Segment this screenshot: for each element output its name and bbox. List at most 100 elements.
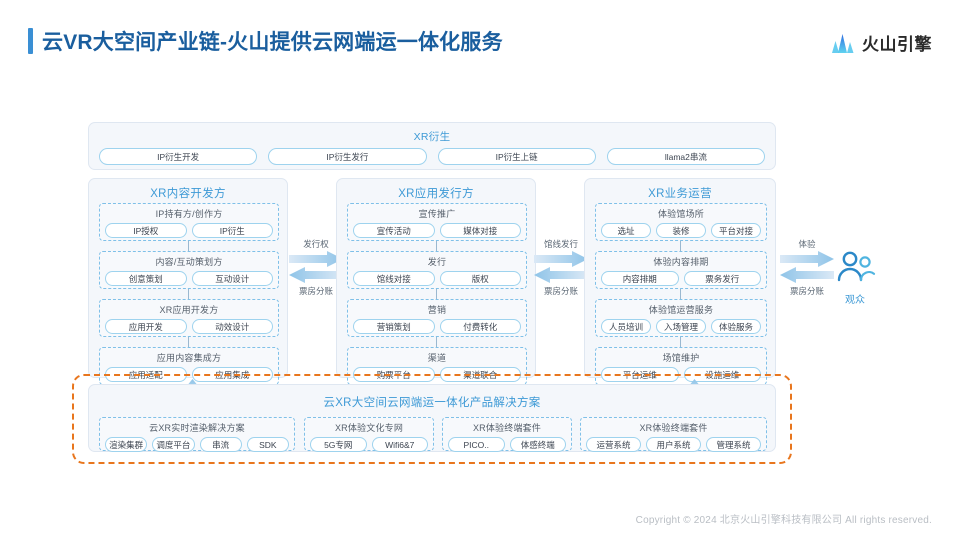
chip-row-marketing: 营销策划 付费转化: [348, 319, 526, 338]
chip-content-scheduling[interactable]: 内容排期: [601, 271, 679, 286]
chip-row-content-planner: 创意策划 互动设计: [100, 271, 278, 290]
chip-media-connection[interactable]: 媒体对接: [439, 223, 521, 238]
panel-title-content-developer: XR内容开发方: [150, 188, 226, 200]
connector-line-6: [436, 337, 437, 347]
chip-decoration[interactable]: 装修: [656, 223, 706, 238]
chip-row-culture-network: 5G专网 Wifi6&7: [305, 437, 433, 456]
chip-render-cluster[interactable]: 渲染集群: [105, 437, 148, 452]
chip-streaming[interactable]: 串流: [199, 437, 242, 452]
chip-platform-connection[interactable]: 平台对接: [711, 223, 761, 238]
chip-motion-design[interactable]: 动效设计: [191, 319, 273, 334]
chip-ip-derivative[interactable]: IP衍生: [191, 223, 273, 238]
arrow-right-icon-2: [534, 251, 588, 267]
chip-row-system-kit: 运营系统 用户系统 管理系统: [581, 437, 766, 456]
chip-management-system[interactable]: 管理系统: [706, 437, 761, 452]
connector-label-backward-2: 票房分账: [543, 286, 578, 296]
audience-block: 观众: [826, 250, 884, 306]
brand-logo: 火山引擎: [831, 30, 932, 55]
chip-staff-training[interactable]: 人员培训: [601, 319, 651, 334]
chip-site-selection[interactable]: 选址: [601, 223, 651, 238]
chip-creative-planning[interactable]: 创意策划: [105, 271, 187, 286]
chip-experience-service[interactable]: 体验服务: [711, 319, 761, 334]
group-promotion: 宣传推广 宣传活动 媒体对接: [347, 203, 527, 241]
arrow-right-icon-1: [289, 251, 343, 267]
group-venue-operation-service: 体验馆运营服务 人员培训 入场管理 体验服务: [595, 299, 767, 337]
chip-row-distribution: 馆线对接 版权: [348, 271, 526, 290]
group-label-promotion: 宣传推广: [418, 209, 456, 219]
group-label-system-kit: XR体验终端套件: [639, 423, 708, 433]
group-label-distribution: 发行: [427, 257, 447, 267]
chip-ip-derivative-dev[interactable]: IP衍生开发: [99, 148, 258, 165]
chip-interaction-design[interactable]: 互动设计: [191, 271, 273, 286]
group-distribution: 发行 馆线对接 版权: [347, 251, 527, 289]
group-content-planner: 内容/互动策划方 创意策划 互动设计: [99, 251, 279, 289]
chip-ip-derivative-publish[interactable]: IP衍生发行: [268, 148, 427, 165]
slide-header: 云VR大空间产业链-火山提供云网端运一体化服务 火山引擎: [0, 0, 960, 80]
chip-somatosensory-terminal[interactable]: 体感终端: [509, 437, 566, 452]
chip-entry-management[interactable]: 入场管理: [656, 319, 706, 334]
chip-wifi67[interactable]: Wifi6&7: [371, 437, 428, 452]
panel-solution: 云XR大空间云网端运一体化产品解决方案 云XR实时渲染解决方案 渲染集群 调度平…: [88, 384, 776, 452]
chip-operation-system[interactable]: 运营系统: [586, 437, 641, 452]
panel-title-business-operation: XR业务运营: [648, 188, 712, 200]
chip-row-xr-app-developer: 应用开发 动效设计: [100, 319, 278, 338]
chip-row-terminal-kit: PICO.. 体感终端: [443, 437, 571, 456]
group-label-venue-operation-service: 体验馆运营服务: [648, 305, 714, 315]
chip-ip-derivative-chain[interactable]: IP衍生上链: [437, 148, 596, 165]
group-label-content-schedule: 体验内容排期: [653, 257, 709, 267]
chip-sdk[interactable]: SDK: [246, 437, 289, 452]
title-accent-bar: [28, 28, 33, 54]
chip-app-development[interactable]: 应用开发: [105, 319, 187, 334]
panel-xr-business-operation: XR业务运营 体验馆场所 选址 装修 平台对接 体验内容排期 内容排期 票务发行: [584, 178, 776, 385]
volcano-mountain-icon: [831, 32, 855, 54]
group-label-marketing: 营销: [427, 305, 447, 315]
chip-promo-activity[interactable]: 宣传活动: [353, 223, 435, 238]
group-system-kit: XR体验终端套件 运营系统 用户系统 管理系统: [580, 417, 767, 452]
chip-ticketing-issue[interactable]: 票务发行: [683, 271, 761, 286]
group-experience-venue: 体验馆场所 选址 装修 平台对接: [595, 203, 767, 241]
group-content-schedule: 体验内容排期 内容排期 票务发行: [595, 251, 767, 289]
panel-xr-content-developer: XR内容开发方 IP持有方/创作方 IP授权 IP衍生 内容/互动策划方 创意策…: [88, 178, 288, 385]
chip-scheduling-platform[interactable]: 调度平台: [152, 437, 195, 452]
chip-llama2-streaming[interactable]: llama2串流: [606, 148, 765, 165]
group-label-ip-holder: IP持有方/创作方: [155, 209, 223, 219]
connector-line-3: [188, 337, 189, 347]
chip-5g-network[interactable]: 5G专网: [310, 437, 367, 452]
brand-name: 火山引擎: [862, 35, 932, 54]
connector-label-forward-1: 发行权: [303, 239, 329, 249]
xr-derivative-chip-row: IP衍生开发 IP衍生发行 IP衍生上链 llama2串流: [89, 148, 775, 172]
chip-pico[interactable]: PICO..: [448, 437, 505, 452]
group-label-culture-network: XR体验文化专网: [334, 423, 404, 433]
connector-line-7: [680, 241, 681, 251]
arrow-left-icon-2: [534, 267, 588, 283]
chip-row-promotion: 宣传活动 媒体对接: [348, 223, 526, 242]
group-cloud-render: 云XR实时渲染解决方案 渲染集群 调度平台 串流 SDK: [99, 417, 295, 452]
connector-line-9: [680, 337, 681, 347]
chip-row-content-schedule: 内容排期 票务发行: [596, 271, 766, 290]
chip-marketing-planning[interactable]: 营销策划: [353, 319, 435, 334]
footer-copyright: Copyright © 2024 北京火山引擎科技有限公司 All rights…: [635, 515, 932, 526]
chip-venue-connection[interactable]: 馆线对接: [353, 271, 435, 286]
group-label-experience-venue: 体验馆场所: [657, 209, 704, 219]
chip-row-cloud-render: 渲染集群 调度平台 串流 SDK: [100, 437, 294, 456]
chip-ip-license[interactable]: IP授权: [105, 223, 187, 238]
chip-copyright[interactable]: 版权: [439, 271, 521, 286]
connector-experience: 体验 票房分账: [780, 238, 834, 298]
connector-line-8: [680, 289, 681, 299]
connector-line-5: [436, 289, 437, 299]
page-title: 云VR大空间产业链-火山提供云网端运一体化服务: [42, 31, 503, 54]
chip-user-system[interactable]: 用户系统: [646, 437, 701, 452]
arrow-right-icon-3: [780, 251, 834, 267]
chip-paid-conversion[interactable]: 付费转化: [439, 319, 521, 334]
chip-row-ip-holder: IP授权 IP衍生: [100, 223, 278, 242]
audience-label: 观众: [845, 295, 865, 306]
group-label-app-content-integrator: 应用内容集成方: [156, 353, 222, 363]
group-terminal-kit: XR体验终端套件 PICO.. 体感终端: [442, 417, 572, 452]
panel-xr-derivative: XR衍生 IP衍生开发 IP衍生发行 IP衍生上链 llama2串流: [88, 122, 776, 170]
group-label-channel: 渠道: [427, 353, 447, 363]
group-label-xr-app-developer: XR应用开发方: [159, 305, 219, 315]
chip-row-venue-operation-service: 人员培训 入场管理 体验服务: [596, 319, 766, 338]
group-label-terminal-kit: XR体验终端套件: [472, 423, 542, 433]
arrow-left-icon-1: [289, 267, 343, 283]
